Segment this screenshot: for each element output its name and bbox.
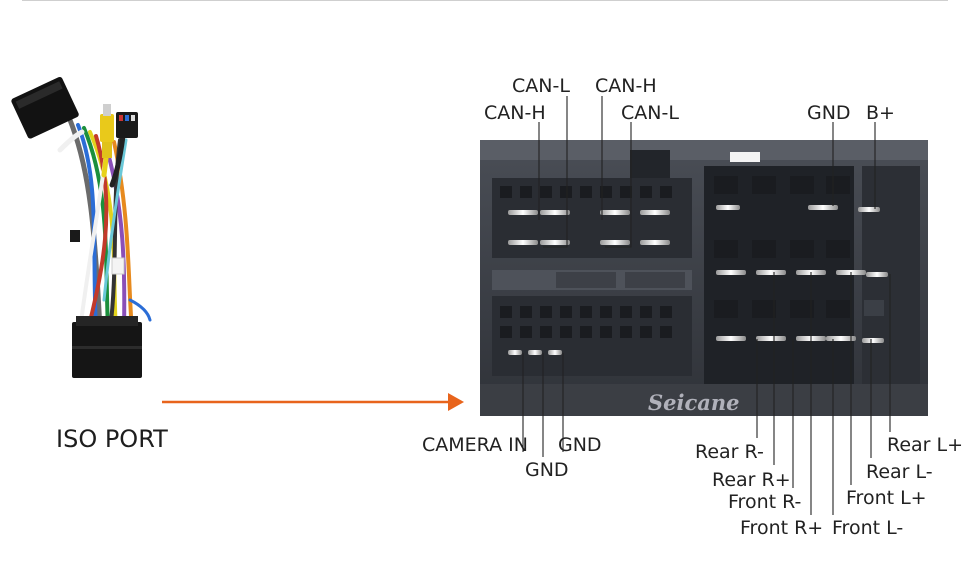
connector-image: Seicane — [480, 140, 928, 416]
bottom-leader-lines — [522, 272, 891, 515]
harness-image — [11, 76, 152, 378]
label-rear-l-plus: Rear L+ — [887, 434, 963, 456]
top-leader-lines — [538, 96, 876, 248]
label-gnd-top: GND — [807, 102, 851, 124]
label-camera-in: CAMERA IN — [422, 434, 528, 456]
label-front-r-minus: Front R- — [728, 491, 801, 513]
label-rear-r-plus: Rear R+ — [712, 469, 791, 491]
watermark: Seicane — [648, 390, 740, 415]
label-can-l-right: CAN-L — [621, 102, 679, 124]
bottom-labels: CAMERA IN GND GND Rear R- Rear R+ Front … — [422, 434, 963, 539]
top-labels: CAN-L CAN-H CAN-H CAN-L GND B+ — [484, 75, 895, 124]
arrow — [162, 393, 464, 411]
label-front-l-minus: Front L- — [832, 517, 903, 539]
label-gnd-mid: GND — [525, 459, 569, 481]
label-b-plus: B+ — [866, 102, 895, 124]
label-rear-r-minus: Rear R- — [695, 441, 764, 463]
label-can-h-left: CAN-H — [484, 102, 546, 124]
label-can-l-top: CAN-L — [512, 75, 570, 97]
label-front-l-plus: Front L+ — [846, 487, 927, 509]
top-divider — [22, 0, 948, 1]
label-can-h-top: CAN-H — [595, 75, 657, 97]
label-rear-l-minus: Rear L- — [866, 461, 933, 483]
label-gnd-right: GND — [558, 434, 602, 456]
iso-port-label: ISO PORT — [56, 425, 168, 453]
label-front-r-plus: Front R+ — [740, 517, 823, 539]
